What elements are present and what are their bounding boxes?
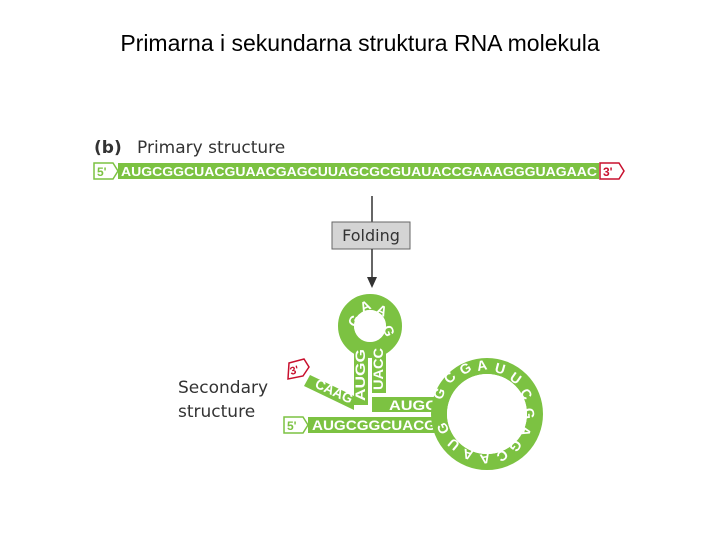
- tail-bar: [304, 375, 354, 410]
- tail-seq: CAAG: [313, 375, 356, 406]
- secondary-five-prime-label: 5': [287, 419, 297, 433]
- hairpin-left-stem-bar: [354, 345, 368, 405]
- middle-strand-seq: AUGC: [389, 397, 437, 413]
- secondary-five-prime-tag: [283, 416, 309, 434]
- hairpin-loop-nt-4: G: [379, 323, 398, 339]
- big-loop-nt-5: U: [493, 359, 507, 377]
- three-prime-tag: [599, 162, 625, 180]
- primary-sequence-bar: [118, 163, 599, 179]
- hairpin-right-stem-seq: UACC: [370, 348, 386, 390]
- five-prime-label: 5': [97, 165, 107, 179]
- hairpin-right-stem-bar: [372, 345, 386, 393]
- primary-strand: 5' AUGCGGCUACGUAACGAGCUUAGCGCGUAUACCGAAA…: [93, 162, 625, 180]
- secondary-label-line2: structure: [178, 402, 255, 422]
- secondary-three-prime-tag: [287, 358, 310, 380]
- primary-structure-label: Primary structure: [137, 138, 285, 158]
- hairpin-left-stem-seq: AUGG: [352, 349, 368, 401]
- secondary-three-prime-label: 3': [289, 364, 301, 378]
- big-loop-nt-9: A: [517, 424, 535, 438]
- big-loop-nt-12: A: [479, 450, 492, 468]
- big-loop: [431, 358, 543, 470]
- five-prime-tag: [93, 162, 119, 180]
- hairpin-loop: [338, 294, 402, 358]
- primary-sequence: AUGCGGCUACGUAACGAGCUUAGCGCGUAUACCGAAAGGG…: [121, 164, 598, 179]
- bottom-strand-bar: [308, 417, 440, 433]
- page-title: Primarna i sekundarna struktura RNA mole…: [120, 30, 600, 56]
- big-loop-nt-8: G: [521, 407, 538, 419]
- big-loop-center: [447, 374, 527, 454]
- secondary-structure: AUGG UACC G A A G 3' CAAG AUGC 5' AUGCGG…: [283, 294, 543, 470]
- big-loop-nt-1: G: [430, 386, 449, 402]
- three-prime-label: 3': [603, 165, 613, 179]
- bottom-strand-seq: AUGCGGCUACG: [312, 417, 436, 433]
- big-loop-nt-13: A: [461, 446, 475, 464]
- middle-strand-bar: [372, 397, 440, 412]
- secondary-label-line1: Secondary: [178, 378, 268, 398]
- panel-letter: (b): [94, 138, 122, 158]
- hairpin-loop-center: [354, 310, 386, 342]
- folding-box: [331, 221, 411, 250]
- folding-label: Folding: [342, 226, 400, 245]
- big-loop-nt-4: A: [475, 356, 488, 374]
- folding-arrowhead: [367, 277, 377, 288]
